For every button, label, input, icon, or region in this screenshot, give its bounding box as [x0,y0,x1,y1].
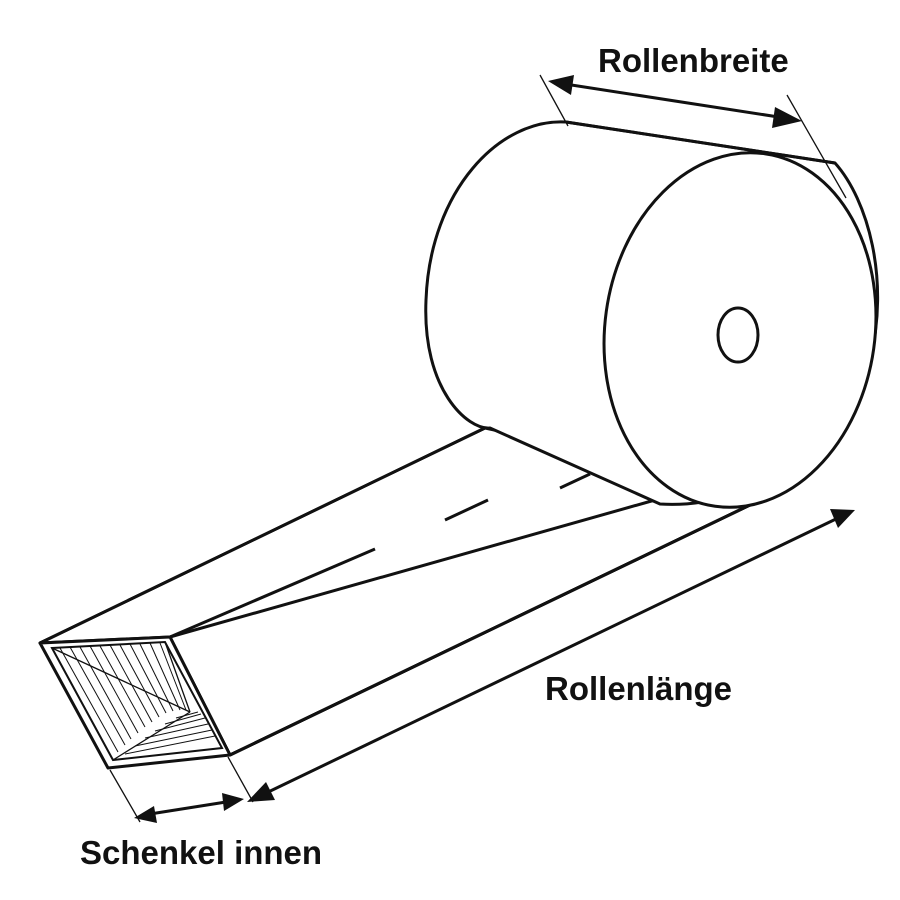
gusset-arrowhead-left [134,806,157,823]
dimension-gusset-inner: Schenkel innen [80,756,322,871]
roll-width-extension-right [786,94,847,199]
tube-dash-2 [559,472,591,490]
gusset-arrow-line [149,800,227,816]
tube-dash-1 [444,498,489,522]
roll-width-extension-left [539,74,569,127]
roll-width-arrowhead-right [772,107,802,128]
film-tube [38,426,752,770]
tube-fold-edge [169,547,376,639]
gusset-extension-left [109,769,141,823]
roll-length-label: Rollenlänge [545,670,732,707]
roll-length-arrow-line [261,516,839,797]
dimension-roll-width: Rollenbreite [539,42,847,199]
tube-front-edge [229,503,751,757]
roll-top-edge [565,120,836,165]
film-roll [424,120,880,509]
roll-width-arrow-line [564,82,786,120]
roll-width-label: Rollenbreite [598,42,789,79]
roll-width-arrowhead-left [548,75,574,95]
roll-length-arrowhead-right [830,509,855,528]
dimension-roll-length: Rollenlänge [247,509,855,802]
gusset-extension-right [227,756,254,803]
tube-back-edge [39,426,486,645]
roll-core-hole [716,306,760,364]
tube-opening [38,635,232,770]
gusset-hatching [59,642,216,755]
roll-length-arrowhead-left [247,782,275,802]
gusset-arrowhead-right [222,793,244,811]
gusset-inner-label: Schenkel innen [80,834,322,871]
